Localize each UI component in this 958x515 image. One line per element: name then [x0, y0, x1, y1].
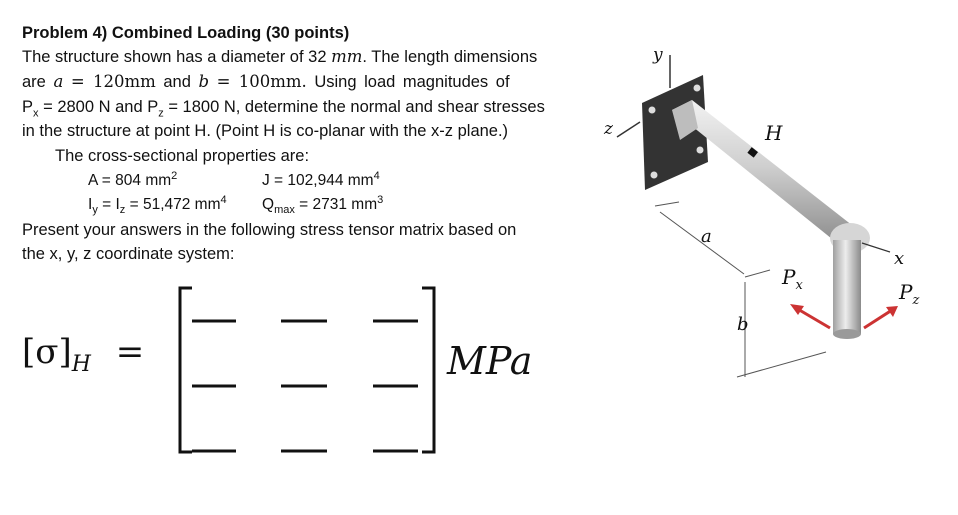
label-pz-sub: z: [912, 293, 920, 308]
prop-area-sup: 2: [171, 169, 178, 182]
pz-arrowhead: [886, 306, 898, 317]
symbol-a: a: [53, 72, 64, 91]
label-x: x: [894, 248, 905, 269]
label-h: H: [765, 121, 783, 145]
problem-line-4: in the structure at point H. (Point H is…: [22, 122, 509, 140]
pz-arrow: [863, 308, 893, 330]
px-sub: x: [33, 107, 39, 120]
prop-i-post: = 51,472 mm: [125, 196, 221, 213]
prop-q-sub: max: [274, 204, 295, 217]
x-axis: [861, 242, 891, 253]
answer-instructions-2: the x, y, z coordinate system:: [22, 245, 235, 263]
line1-post: . The length dimensions: [362, 48, 538, 66]
prop-inertia: Iy = Iz = 51,472 mm4: [88, 194, 227, 216]
prop-i-sub-z: z: [119, 204, 126, 217]
dim-a-ext-2: [744, 269, 771, 278]
right-bracket: [422, 286, 436, 454]
line3-post: = 1800 N, determine the normal and shear…: [163, 98, 545, 116]
pz-sub: z: [158, 107, 164, 120]
prop-q-sup: 3: [377, 193, 384, 206]
prop-i-sub-y: y: [92, 204, 98, 217]
problem-line-2: are a = 120mm and b = 100mm. Using load …: [22, 71, 510, 93]
sigma-sub-h: H: [71, 351, 91, 377]
px-arrow: [795, 306, 831, 330]
line2-are: are: [22, 73, 46, 91]
prop-qmax: Qmax = 2731 mm3: [262, 194, 383, 216]
dim-a-line: [659, 211, 745, 275]
line2-and: and: [163, 73, 191, 91]
point-h-marker: [747, 147, 758, 158]
units-label: MPa: [447, 339, 533, 383]
problem-line-3: Px = 2800 N and Pz = 1800 N, determine t…: [22, 96, 545, 120]
label-y: y: [653, 45, 663, 65]
label-z: z: [604, 119, 613, 139]
prop-q-post: = 2731 mm: [294, 196, 378, 213]
value-a: = 120mm: [70, 72, 156, 91]
symbol-b: b: [198, 72, 210, 91]
prop-j-sup: 4: [373, 169, 380, 182]
bolt-3: [696, 146, 704, 154]
left-bracket: [178, 286, 192, 454]
label-pz-symbol: P: [899, 280, 913, 304]
bolt-1: [648, 106, 656, 114]
px-symbol: P: [22, 98, 34, 116]
problem-title: Problem 4) Combined Loading (30 points): [22, 24, 350, 42]
equals-sign: =: [115, 332, 145, 372]
label-px-symbol: P: [782, 265, 796, 289]
bar-root: [672, 100, 698, 140]
label-px: Px: [782, 265, 803, 292]
bolt-2: [693, 84, 701, 92]
horizontal-bar: [672, 100, 862, 247]
vertical-bar: [833, 240, 861, 334]
prop-i-sup: 4: [220, 193, 227, 206]
stress-tensor-label: [σ]H =: [22, 332, 145, 375]
props-heading: The cross-sectional properties are:: [55, 147, 310, 165]
sigma-bracket: [σ]: [22, 332, 72, 372]
answer-instructions-1: Present your answers in the following st…: [22, 221, 517, 239]
line1-unit: mm: [331, 47, 363, 66]
line3-mid: = 2800 N and P: [38, 98, 159, 116]
prop-j-text: J = 102,944 mm: [262, 172, 374, 189]
line2-post: Using load magnitudes of: [314, 73, 510, 91]
bolt-4: [650, 171, 658, 179]
label-pz: Pz: [899, 280, 919, 307]
label-b: b: [737, 314, 749, 335]
z-axis: [616, 121, 641, 138]
problem-line-1: The structure shown has a diameter of 32…: [22, 46, 537, 68]
answer-blanks: [192, 319, 418, 453]
dim-a-ext-1: [654, 201, 680, 207]
value-b: = 100mm.: [216, 72, 307, 91]
prop-area: A = 804 mm2: [88, 170, 177, 192]
prop-j: J = 102,944 mm4: [262, 170, 380, 192]
label-a: a: [701, 226, 712, 247]
label-px-sub: x: [795, 278, 803, 293]
prop-q-pre: Q: [262, 196, 275, 213]
dim-b-ext: [736, 351, 827, 378]
prop-i-pre: I: [88, 196, 93, 213]
px-arrowhead: [790, 304, 804, 315]
prop-area-text: A = 804 mm: [88, 172, 172, 189]
line1-pre: The structure shown has a diameter of 32: [22, 48, 327, 66]
bar-end: [833, 329, 861, 339]
prop-i-mid: = I: [97, 196, 120, 213]
